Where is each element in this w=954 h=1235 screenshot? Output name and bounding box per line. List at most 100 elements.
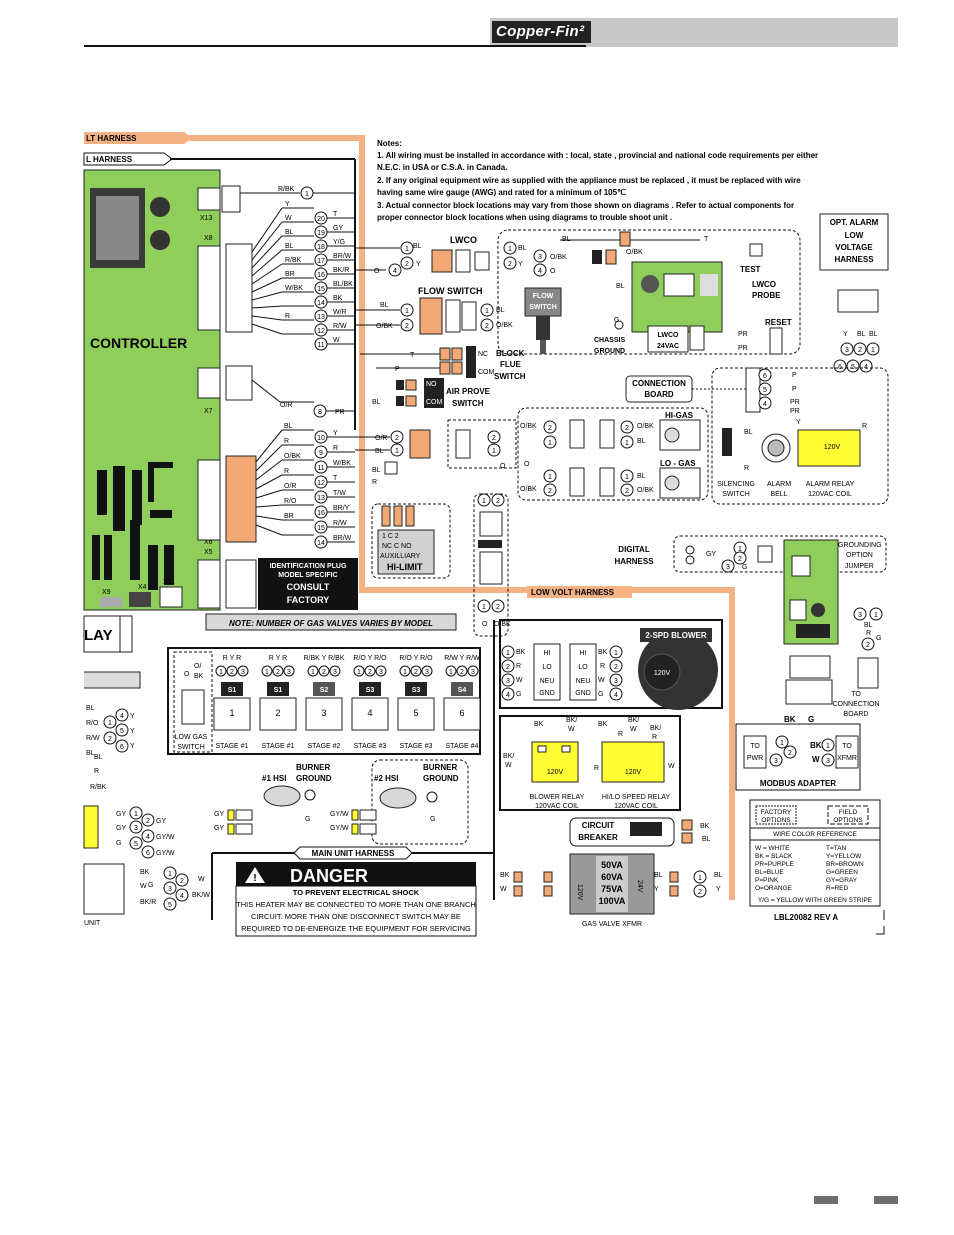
low-volt-mid-tag bbox=[527, 586, 632, 598]
svg-text:GY: GY bbox=[116, 811, 126, 818]
svg-text:O/BK: O/BK bbox=[376, 323, 393, 330]
svg-text:N.E.C. in USA or C.S.A. in Can: N.E.C. in USA or C.S.A. in Canada. bbox=[377, 163, 507, 172]
svg-text:GY/W: GY/W bbox=[156, 850, 175, 857]
svg-text:1: 1 bbox=[871, 347, 875, 354]
svg-text:W: W bbox=[516, 677, 523, 684]
svg-text:LOW: LOW bbox=[845, 231, 864, 240]
x7-wire-row: O/R 8 PR bbox=[251, 379, 355, 418]
svg-text:R: R bbox=[372, 479, 377, 486]
low-volt-harness-tag bbox=[84, 132, 192, 144]
svg-text:24V: 24V bbox=[636, 880, 643, 893]
svg-text:BL: BL bbox=[372, 467, 381, 474]
svg-text:W: W bbox=[140, 883, 147, 890]
svg-text:1: 1 bbox=[482, 498, 486, 505]
svg-text:4: 4 bbox=[763, 401, 767, 408]
svg-text:120VAC COIL: 120VAC COIL bbox=[808, 491, 852, 498]
svg-text:R: R bbox=[866, 630, 871, 637]
svg-text:Y: Y bbox=[416, 261, 421, 268]
svg-text:GND: GND bbox=[539, 690, 555, 697]
svg-text:1: 1 bbox=[134, 811, 138, 818]
svg-text:1: 1 bbox=[738, 546, 742, 553]
modbus-section: BK G TO PWR 1 2 3 BK 1 W 3 TO XFMR MODBU… bbox=[735, 715, 861, 791]
svg-text:T: T bbox=[410, 352, 415, 359]
x6-wire bbox=[255, 444, 283, 472]
svg-text:WIRE COLOR REFERENCE: WIRE COLOR REFERENCE bbox=[773, 831, 857, 838]
svg-text:OPT. ALARM: OPT. ALARM bbox=[830, 218, 879, 227]
svg-text:G: G bbox=[808, 715, 814, 724]
stage-number: 4 bbox=[367, 708, 372, 718]
svg-text:2: 2 bbox=[485, 323, 489, 330]
legend-left: O=ORANGE bbox=[755, 885, 793, 892]
svg-text:GROUND: GROUND bbox=[296, 774, 332, 783]
svg-text:1 C 2: 1 C 2 bbox=[382, 533, 399, 540]
low-volt-harness-label: LT HARNESS bbox=[86, 134, 137, 143]
main-unit-harness-tag bbox=[293, 846, 413, 860]
svg-text:Y: Y bbox=[716, 886, 721, 893]
stage-number: 2 bbox=[275, 708, 280, 718]
x8-wire-out: BL/BK bbox=[333, 281, 353, 288]
x8-wire bbox=[251, 249, 283, 277]
x8-wire bbox=[251, 263, 283, 285]
svg-text:P: P bbox=[395, 366, 400, 373]
svg-text:G: G bbox=[305, 816, 310, 823]
svg-text:BL: BL bbox=[413, 243, 422, 250]
svg-text:FACTORY: FACTORY bbox=[761, 809, 792, 816]
stage-pin-label: 1 bbox=[311, 669, 315, 676]
stage-number: 5 bbox=[413, 708, 418, 718]
controller-label: CONTROLLER bbox=[90, 335, 187, 351]
x8-pin-label: 17 bbox=[317, 258, 325, 265]
id-plug-line1: IDENTIFICATION PLUG bbox=[270, 563, 347, 570]
svg-text:1: 1 bbox=[508, 246, 512, 253]
svg-text:4: 4 bbox=[538, 268, 542, 275]
x8-wire-out: R/W bbox=[333, 323, 347, 330]
svg-text:120V: 120V bbox=[547, 769, 564, 776]
low-gas-switch-box bbox=[173, 651, 213, 753]
x6-pin-label: 15 bbox=[317, 525, 325, 532]
stage-label: STAGE #4 bbox=[446, 743, 479, 750]
svg-text:GY: GY bbox=[706, 551, 716, 558]
svg-text:2: 2 bbox=[492, 435, 496, 442]
stage-pin-label: 3 bbox=[379, 669, 383, 676]
x6-pin-label: 13 bbox=[317, 495, 325, 502]
svg-text:75VA: 75VA bbox=[601, 884, 623, 894]
svg-text:T: T bbox=[704, 236, 709, 243]
svg-text:CONNECTION: CONNECTION bbox=[832, 701, 879, 708]
x8-wire bbox=[251, 277, 283, 293]
svg-text:3: 3 bbox=[826, 758, 830, 765]
svg-text:BL: BL bbox=[496, 307, 505, 314]
stage-label: STAGE #3 bbox=[354, 743, 387, 750]
low-volt-mid-label: LOW VOLT HARNESS bbox=[531, 588, 615, 597]
svg-text:BLOWER RELAY: BLOWER RELAY bbox=[530, 794, 585, 801]
revision-label: LBL20082 REV A bbox=[774, 913, 838, 922]
svg-text:2: 2 bbox=[866, 642, 870, 649]
stage-number: 1 bbox=[229, 708, 234, 718]
svg-text:COM: COM bbox=[478, 369, 495, 376]
x8-wire bbox=[251, 291, 283, 301]
svg-text:CIRCUIT: CIRCUIT bbox=[582, 821, 615, 830]
stage-tag-box bbox=[267, 682, 289, 696]
svg-text:GAS VALVE XFMR: GAS VALVE XFMR bbox=[582, 921, 642, 928]
svg-text:BL: BL bbox=[637, 438, 646, 445]
svg-text:1: 1 bbox=[614, 650, 618, 657]
svg-text:ALARM RELAY: ALARM RELAY bbox=[806, 481, 855, 488]
svg-text:BK: BK bbox=[516, 649, 526, 656]
svg-text:1: 1 bbox=[780, 740, 784, 747]
svg-text:5: 5 bbox=[168, 902, 172, 909]
svg-text:W: W bbox=[598, 677, 605, 684]
svg-text:PR: PR bbox=[738, 331, 748, 338]
svg-text:2-SPD BLOWER: 2-SPD BLOWER bbox=[645, 631, 707, 640]
alarm-section: OPT. ALARM LOW VOLTAGE HARNESS Y BL BL 3… bbox=[625, 213, 889, 505]
svg-text:GY: GY bbox=[214, 811, 224, 818]
svg-text:2: 2 bbox=[405, 261, 409, 268]
x8-pin-label: 14 bbox=[317, 300, 325, 307]
svg-text:SILENCING: SILENCING bbox=[717, 481, 755, 488]
flow-switch-section: FLOW SWITCH 1 BL 2 O/BK 1 2 BL O/BK FLOW… bbox=[355, 286, 562, 354]
svg-text:BL: BL bbox=[616, 283, 625, 290]
stage-valve-body bbox=[259, 697, 297, 731]
svg-text:BK/W: BK/W bbox=[192, 892, 210, 899]
svg-text:1: 1 bbox=[405, 246, 409, 253]
svg-text:1. All wiring must be install: 1. All wiring must be installed in accor… bbox=[377, 151, 818, 160]
legend-left: BL=BLUE bbox=[755, 869, 784, 876]
svg-text:5: 5 bbox=[763, 387, 767, 394]
